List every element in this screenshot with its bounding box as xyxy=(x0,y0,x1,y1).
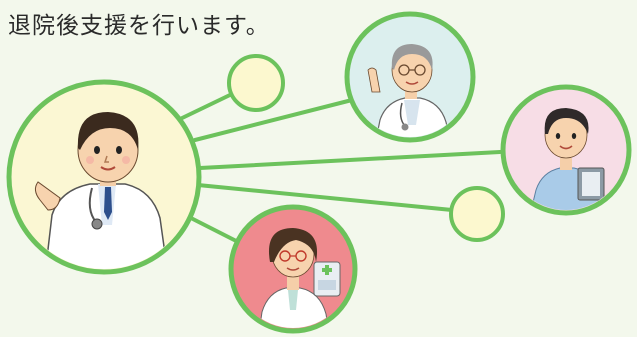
empty-circle-right xyxy=(449,186,505,242)
headline: 退院後支援を行います。 xyxy=(8,13,270,39)
connector-to-doctor-senior xyxy=(193,98,354,142)
pharmacist-female-icon xyxy=(228,204,358,334)
empty-circle-top xyxy=(227,54,285,112)
connector-to-empty-right xyxy=(196,183,454,212)
connector-to-patient xyxy=(198,150,502,170)
connector-lines xyxy=(176,92,502,250)
male-staff-icon xyxy=(500,84,632,216)
doctor-male-icon xyxy=(6,79,202,275)
doctor-senior-icon xyxy=(344,11,476,143)
connector-to-empty-top xyxy=(176,92,234,122)
